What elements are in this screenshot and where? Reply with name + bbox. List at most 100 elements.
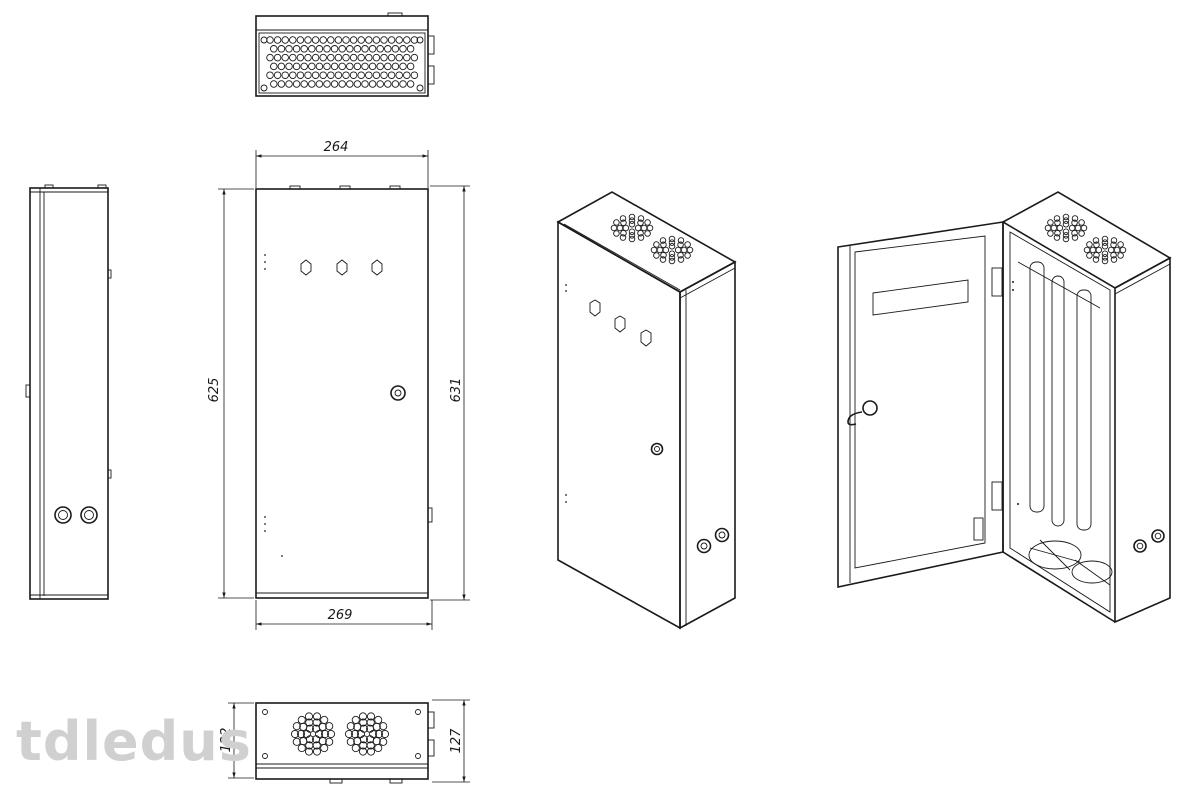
vent-hole (315, 45, 324, 53)
vent-hole (376, 80, 384, 88)
vent-hole (644, 219, 651, 226)
vent-hole (304, 71, 312, 79)
vent-hole (285, 80, 293, 88)
vent-hole (375, 729, 384, 739)
vent-hole (1101, 239, 1109, 246)
vent-hole (1080, 224, 1088, 232)
vent-hole (1078, 219, 1085, 226)
vent-hole (338, 62, 346, 71)
vent-hole (391, 62, 400, 71)
vent-hole (1101, 254, 1109, 261)
vent-hole (406, 45, 415, 53)
vent-hole (273, 53, 282, 62)
vent-hole (319, 36, 327, 44)
vent-hole (368, 45, 377, 53)
vent-hole (289, 36, 297, 44)
vent-hole (365, 53, 373, 62)
vent-hole (361, 45, 369, 53)
vent-hole (619, 215, 627, 222)
front-dimensions: 264 269 625 631 (207, 140, 470, 630)
vent-hole (361, 62, 369, 71)
vent-hole (281, 53, 289, 62)
vent-hole (637, 219, 644, 227)
vent-hole (619, 234, 627, 241)
vent-hole (277, 45, 286, 53)
top-vent-grille (266, 36, 419, 88)
vent-hole (1101, 243, 1109, 250)
vent-hole (659, 256, 667, 263)
vent-hole (640, 224, 648, 232)
vent-hole (321, 729, 330, 739)
vent-hole (290, 729, 300, 739)
vent-hole (616, 224, 624, 232)
vent-hole (1110, 237, 1118, 244)
vent-hole (403, 71, 411, 79)
vent-hole (315, 80, 324, 88)
vent-hole (297, 715, 306, 724)
vent-hole (289, 53, 297, 62)
vent-hole (372, 71, 381, 79)
vent-hole (353, 80, 362, 88)
bottom-view (255, 702, 435, 784)
bottom-fan-grilles (290, 712, 390, 756)
vent-hole (285, 62, 293, 71)
vent-hole (357, 36, 365, 44)
vent-hole (384, 45, 392, 53)
vent-hole (1050, 224, 1058, 232)
vent-hole (660, 251, 667, 259)
vent-hole (338, 80, 346, 88)
dim-depth-right: 127 (449, 728, 464, 754)
vent-hole (1086, 252, 1093, 259)
vent-hole (384, 62, 392, 71)
vent-hole (327, 53, 335, 62)
vent-hole (372, 36, 381, 44)
vent-hole (668, 239, 676, 246)
vent-hole (368, 80, 377, 88)
vent-hole (323, 62, 331, 71)
vent-hole (1110, 256, 1118, 263)
vent-hole (1110, 251, 1117, 259)
vent-hole (1062, 213, 1070, 221)
vent-hole (319, 53, 327, 62)
vent-hole (273, 71, 282, 79)
vent-hole (686, 246, 694, 254)
vent-hole (365, 36, 373, 44)
vent-hole (1062, 232, 1070, 239)
vent-hole (346, 80, 354, 88)
vent-hole (403, 53, 411, 62)
vent-hole (1078, 230, 1085, 237)
iso-top-fans (610, 213, 694, 265)
vent-hole (334, 53, 343, 62)
vent-hole (330, 62, 339, 71)
vent-hole (1044, 224, 1052, 232)
vent-hole (292, 62, 301, 71)
vent-hole (342, 71, 350, 79)
vent-hole (677, 241, 684, 249)
vent-hole (334, 36, 343, 44)
vent-hole (410, 36, 419, 44)
vent-hole (1071, 229, 1078, 237)
vent-hole (410, 71, 419, 79)
iso-open-top-fans (1044, 213, 1127, 265)
vent-hole (380, 71, 388, 79)
dim-height-left: 625 (207, 378, 222, 403)
vent-hole (1113, 246, 1121, 254)
vent-hole (323, 80, 331, 88)
vent-hole (292, 45, 301, 53)
vent-hole (628, 232, 636, 239)
vent-hole (372, 53, 381, 62)
vent-hole (344, 729, 354, 739)
vent-hole (312, 724, 321, 733)
bottom-dimensions: 122 127 (219, 699, 470, 783)
vent-hole (349, 71, 358, 79)
vent-hole (1062, 221, 1070, 228)
vent-hole (668, 250, 676, 257)
vent-hole (380, 53, 388, 62)
vent-hole (395, 53, 403, 62)
vent-hole (330, 45, 339, 53)
vent-hole (270, 80, 278, 88)
vent-hole (292, 722, 301, 731)
vent-hole (346, 62, 354, 71)
vent-hole (1071, 215, 1079, 222)
